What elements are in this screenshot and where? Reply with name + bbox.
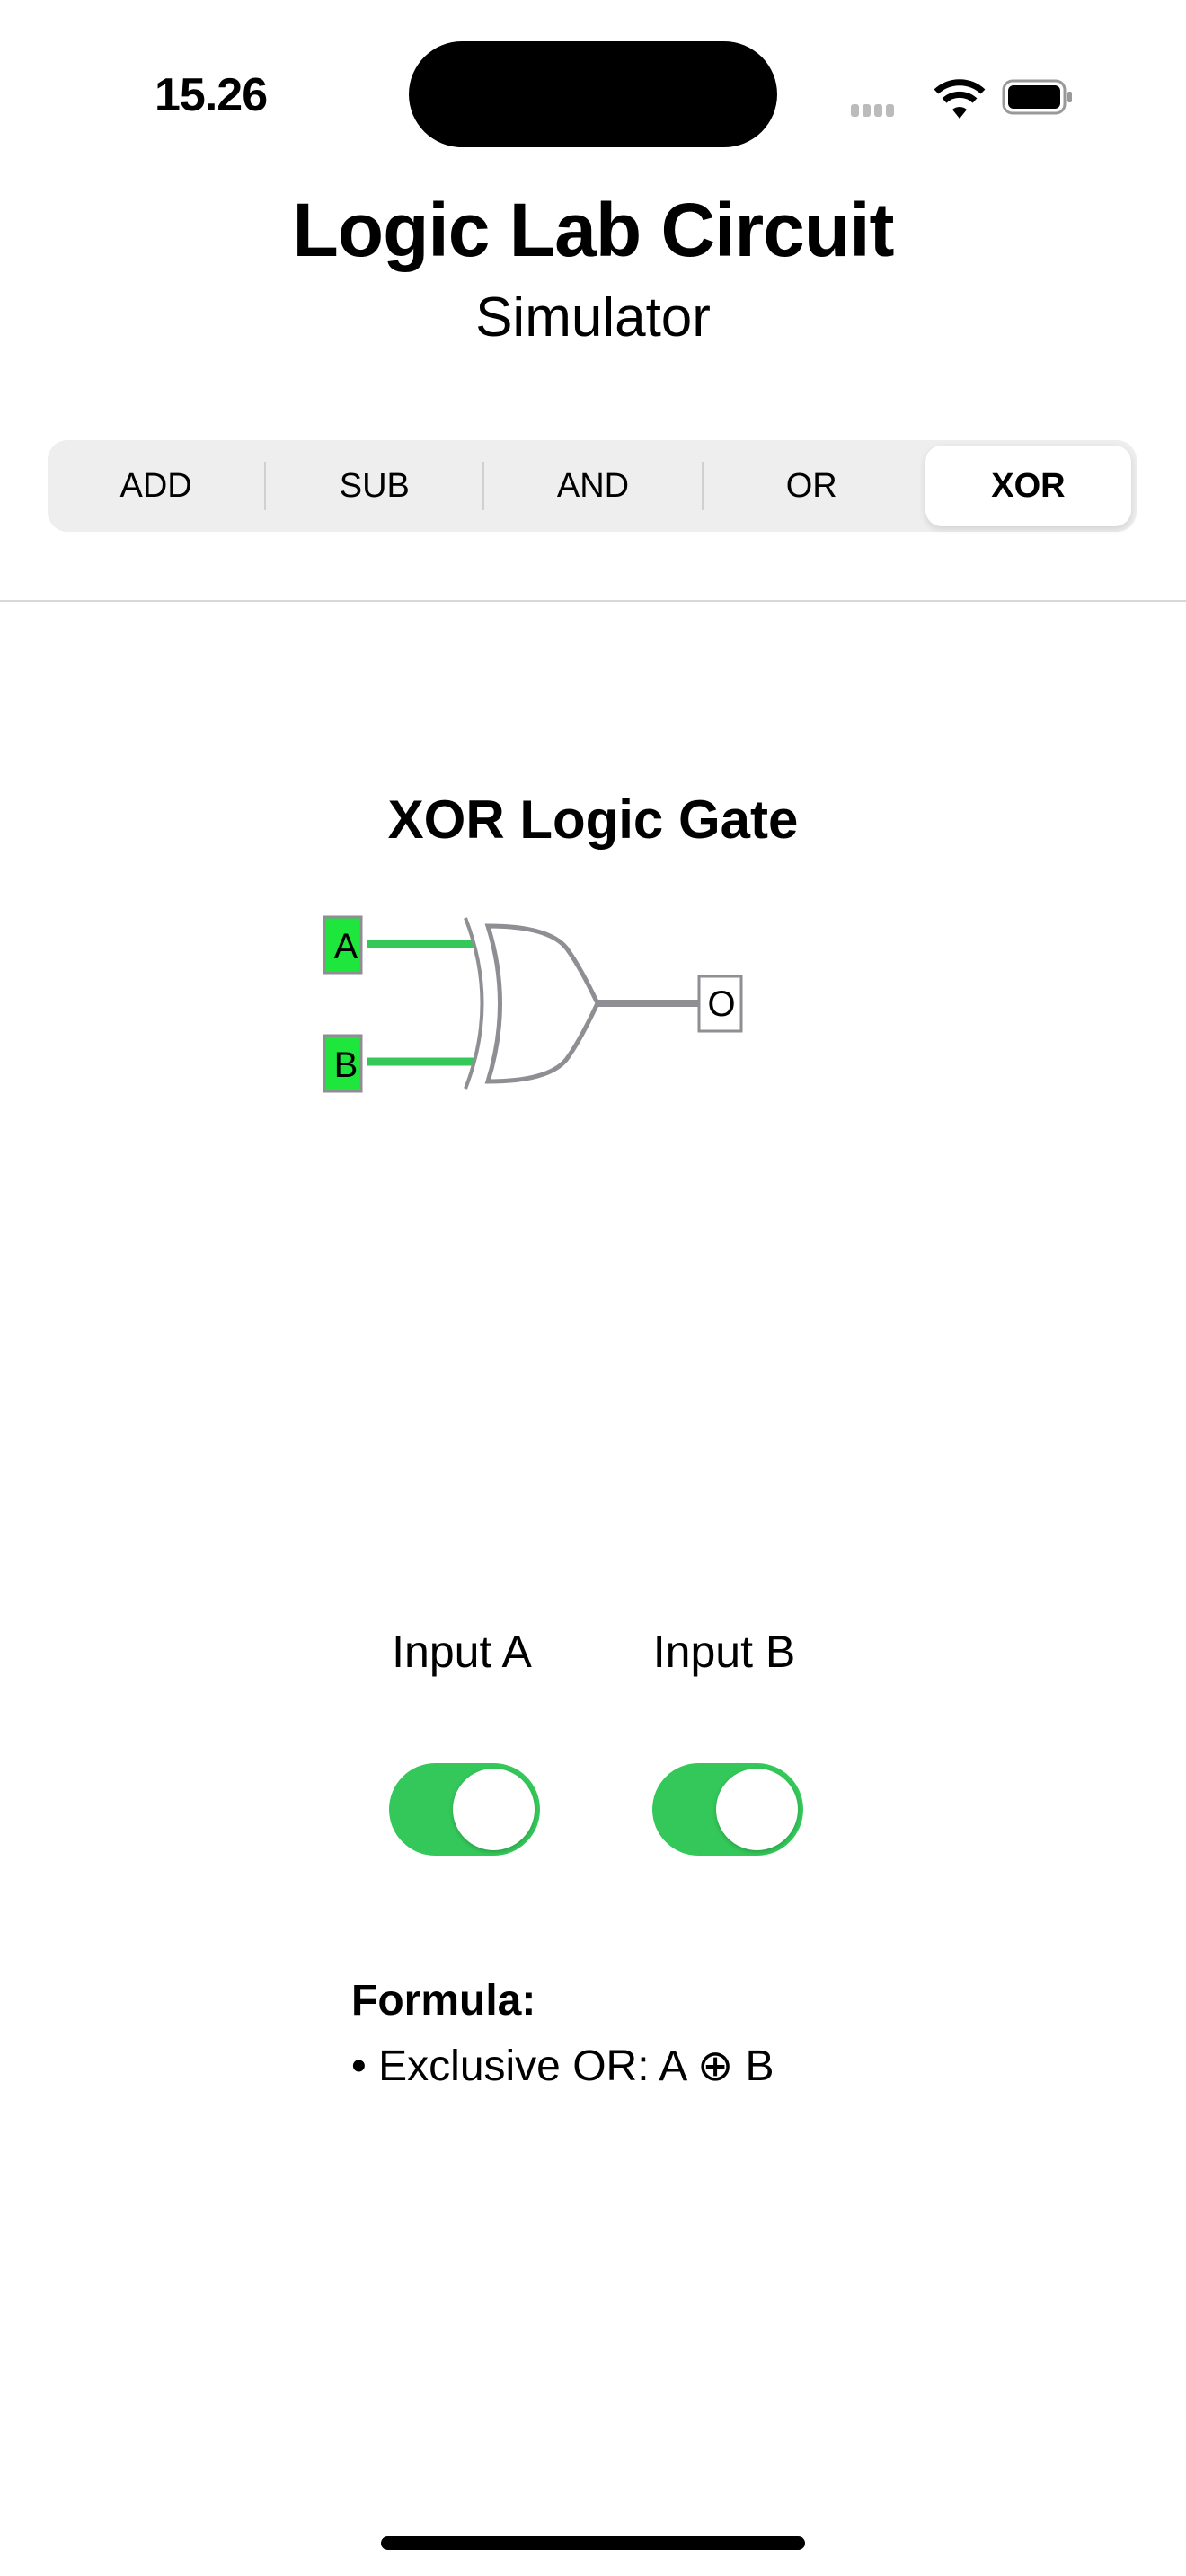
or-gate-body xyxy=(484,923,600,1084)
xor-gate-diagram: A B O xyxy=(323,915,743,1093)
input-a-node[interactable] xyxy=(323,915,363,975)
wifi-icon xyxy=(934,79,986,119)
input-b-node-label: B xyxy=(334,1045,358,1085)
home-indicator[interactable] xyxy=(381,2536,805,2550)
header-divider xyxy=(0,600,1186,602)
battery-icon xyxy=(1002,79,1072,115)
formula-line: • Exclusive OR: A ⊕ B xyxy=(351,2042,774,2090)
page-subtitle: Simulator xyxy=(475,287,711,348)
operation-segmented-control: ADD SUB AND OR XOR xyxy=(48,440,1137,532)
segment-divider xyxy=(482,462,485,510)
xor-back-curve xyxy=(464,917,484,1090)
segment-xor[interactable]: XOR xyxy=(925,446,1132,526)
input-a-toggle[interactable] xyxy=(389,1763,540,1856)
input-a-label: Input A xyxy=(392,1627,532,1677)
input-b-label: Input B xyxy=(652,1627,796,1677)
toggle-knob xyxy=(453,1769,535,1850)
input-a-node-label: A xyxy=(334,927,358,966)
gate-title: XOR Logic Gate xyxy=(387,790,799,850)
formula-heading: Formula: xyxy=(351,1977,536,2025)
output-node xyxy=(697,975,743,1033)
page-title: Logic Lab Circuit xyxy=(292,188,894,272)
segment-divider xyxy=(701,462,704,510)
output-node-label: O xyxy=(707,984,735,1024)
segment-and[interactable]: AND xyxy=(556,466,630,505)
dynamic-island xyxy=(409,41,777,147)
segment-or[interactable]: OR xyxy=(785,466,837,505)
cellular-signal-icon xyxy=(851,104,898,121)
input-b-node[interactable] xyxy=(323,1034,363,1093)
segment-sub[interactable]: SUB xyxy=(339,466,410,505)
segment-divider xyxy=(264,462,267,510)
input-b-toggle[interactable] xyxy=(652,1763,803,1856)
status-time: 15.26 xyxy=(155,69,268,121)
toggle-knob xyxy=(716,1769,798,1850)
segment-add[interactable]: ADD xyxy=(119,466,192,505)
